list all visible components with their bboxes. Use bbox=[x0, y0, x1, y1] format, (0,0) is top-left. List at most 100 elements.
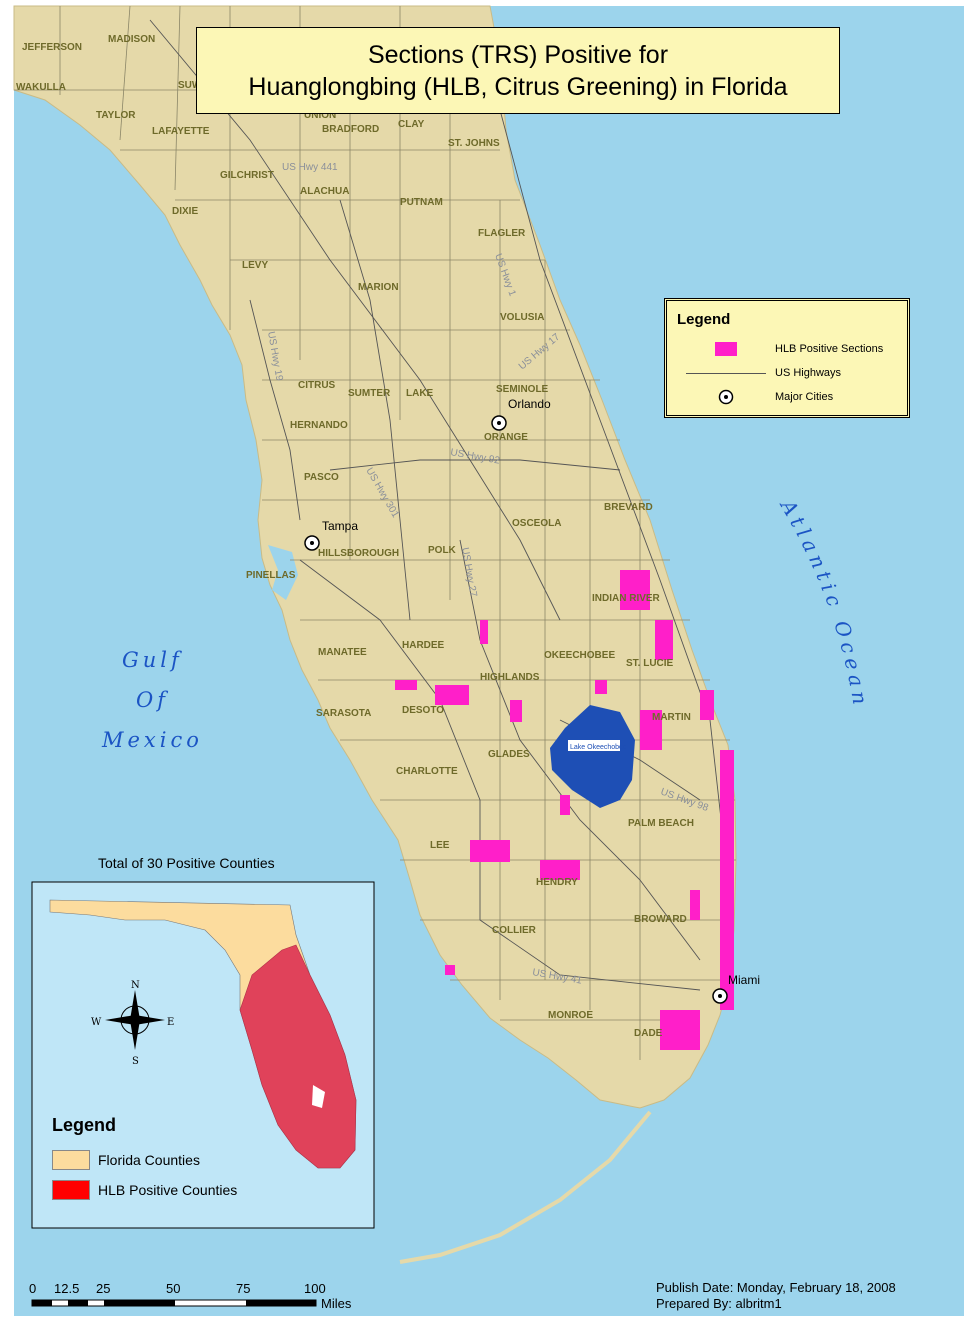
county-label: ST. JOHNS bbox=[448, 138, 500, 149]
lake-label: Lake Okeechobee bbox=[570, 744, 627, 751]
county-label: HILLSBOROUGH bbox=[318, 548, 399, 559]
gulf-label-3: Mexico bbox=[102, 728, 203, 752]
hlb-section bbox=[690, 890, 700, 920]
legend-item-us-highways: US Highways bbox=[677, 363, 841, 383]
compass-n: N bbox=[131, 980, 140, 991]
legend-item-hlb-sections: HLB Positive Sections bbox=[677, 339, 883, 359]
county-label: CLAY bbox=[398, 119, 425, 130]
county-label: LAFAYETTE bbox=[152, 126, 210, 137]
hlb-section bbox=[560, 795, 570, 815]
scale-tick-75: 75 bbox=[236, 1281, 251, 1296]
county-label: DADE bbox=[634, 1028, 663, 1039]
county-label: CITRUS bbox=[298, 380, 336, 391]
inset-legend-item-florida-counties: Florida Counties bbox=[52, 1150, 200, 1170]
county-label: SEMINOLE bbox=[496, 384, 549, 395]
county-label: MANATEE bbox=[318, 647, 367, 658]
prepared-by: Prepared By: albritm1 bbox=[656, 1296, 782, 1311]
county-label: HENDRY bbox=[536, 877, 578, 888]
hlb-section bbox=[480, 620, 488, 644]
inset-caption: Total of 30 Positive Counties bbox=[98, 855, 275, 871]
county-label: GLADES bbox=[488, 749, 530, 760]
main-legend: Legend HLB Positive Sections US Highways… bbox=[664, 298, 910, 418]
county-label: FLAGLER bbox=[478, 228, 526, 239]
publish-date: Publish Date: Monday, February 18, 2008 bbox=[656, 1280, 896, 1295]
inset-positive-counties bbox=[239, 944, 357, 1169]
legend-title: Legend bbox=[677, 311, 731, 328]
county-label: OSCEOLA bbox=[512, 518, 561, 529]
county-label: MONROE bbox=[548, 1010, 593, 1021]
county-label: LEVY bbox=[242, 260, 268, 271]
county-label: CHARLOTTE bbox=[396, 766, 458, 777]
florida-keys bbox=[399, 1110, 652, 1264]
pink-square-icon bbox=[715, 342, 737, 356]
county-label: WAKULLA bbox=[16, 82, 66, 93]
county-label: SARASOTA bbox=[316, 708, 371, 719]
inset-legend-item-positive-counties: HLB Positive Counties bbox=[52, 1180, 237, 1200]
hlb-section bbox=[435, 685, 469, 705]
gulf-label-1: Gulf bbox=[122, 648, 183, 672]
scale-tick-25: 25 bbox=[96, 1281, 111, 1296]
county-label: DESOTO bbox=[402, 705, 444, 716]
hlb-section bbox=[660, 1010, 700, 1050]
county-label: PASCO bbox=[304, 472, 339, 483]
map-title: Sections (TRS) Positive for Huanglongbin… bbox=[196, 27, 840, 114]
title-line-2: Huanglongbing (HLB, Citrus Greening) in … bbox=[248, 72, 788, 101]
county-label: BREVARD bbox=[604, 502, 653, 513]
county-label: LEE bbox=[430, 840, 450, 851]
hlb-section bbox=[640, 710, 662, 750]
county-label: SUMTER bbox=[348, 388, 391, 399]
county-label: LAKE bbox=[406, 388, 434, 399]
hlb-positive-sections bbox=[395, 570, 734, 1050]
compass-s: S bbox=[132, 1056, 139, 1067]
county-label: OKEECHOBEE bbox=[544, 650, 615, 661]
county-label: ST. LUCIE bbox=[626, 658, 674, 669]
hlb-section bbox=[395, 680, 417, 690]
county-label: MADISON bbox=[108, 34, 155, 45]
line-icon bbox=[686, 372, 766, 374]
tampa-bay bbox=[268, 545, 298, 600]
county-label: HIGHLANDS bbox=[480, 672, 540, 683]
highway-label: US Hwy 441 bbox=[282, 162, 338, 173]
county-label: ORANGE bbox=[484, 432, 528, 443]
compass-w: W bbox=[91, 1017, 102, 1028]
lake-label-bg bbox=[568, 740, 620, 751]
county-label: VOLUSIA bbox=[500, 312, 544, 323]
compass-e: E bbox=[167, 1017, 174, 1028]
major-cities: Orlando Tampa Miami bbox=[304, 397, 760, 1004]
hlb-section bbox=[510, 700, 522, 722]
county-label: COLLIER bbox=[492, 925, 537, 936]
lake-okeechobee bbox=[550, 705, 635, 808]
hlb-section bbox=[470, 840, 510, 862]
county-label: TAYLOR bbox=[96, 110, 136, 121]
county-label: MARION bbox=[358, 282, 399, 293]
county-label: MARTIN bbox=[652, 712, 691, 723]
hlb-section bbox=[620, 570, 650, 610]
footer: Publish Date: Monday, February 18, 2008 … bbox=[656, 1280, 896, 1312]
county-label: ALACHUA bbox=[300, 186, 349, 197]
hlb-section bbox=[595, 680, 607, 694]
county-label: GILCHRIST bbox=[220, 170, 274, 181]
county-label: JEFFERSON bbox=[22, 42, 82, 53]
legend-item-major-cities: Major Cities bbox=[677, 387, 833, 407]
scale-unit: Miles bbox=[321, 1296, 352, 1311]
county-labels: JEFFERSON MADISON WAKULLA TAYLOR LAFAYET… bbox=[16, 34, 694, 1039]
scale-tick-50: 50 bbox=[166, 1281, 181, 1296]
county-label: PALM BEACH bbox=[628, 818, 694, 829]
county-label: BRADFORD bbox=[322, 124, 379, 135]
inset-map: N S E W bbox=[31, 881, 375, 1229]
county-label: HARDEE bbox=[402, 640, 445, 651]
swatch-florida-counties bbox=[52, 1150, 90, 1170]
gulf-label-2: Of bbox=[136, 688, 169, 712]
hlb-section bbox=[540, 860, 580, 880]
county-label: UNION bbox=[304, 110, 336, 121]
city-label-orlando: Orlando bbox=[508, 397, 551, 411]
hlb-section bbox=[720, 750, 734, 1010]
county-label: HERNANDO bbox=[290, 420, 348, 431]
hlb-section bbox=[445, 965, 455, 975]
county-label: DIXIE bbox=[172, 206, 198, 217]
county-label: PUTNAM bbox=[400, 197, 443, 208]
county-label: POLK bbox=[428, 545, 457, 556]
scale-bar bbox=[31, 1299, 317, 1307]
title-line-1: Sections (TRS) Positive for bbox=[367, 40, 669, 69]
